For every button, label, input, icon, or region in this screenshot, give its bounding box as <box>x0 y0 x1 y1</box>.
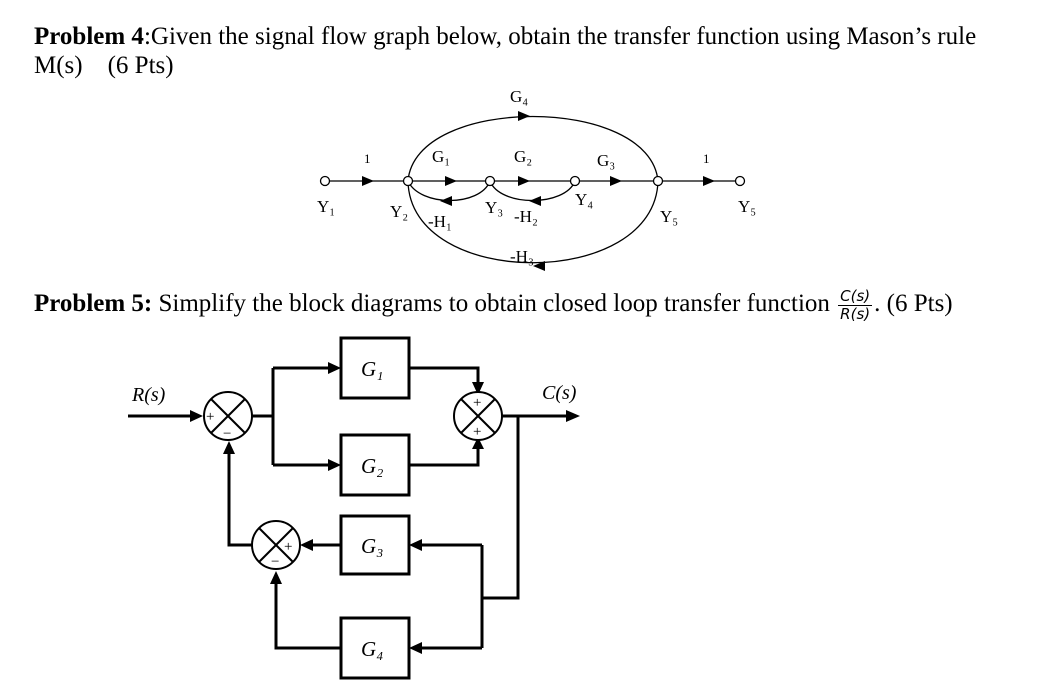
label-g4: G₄ <box>510 87 528 106</box>
h3-branch <box>407 180 659 264</box>
block-g2 <box>339 433 411 497</box>
g4-output-line <box>274 582 341 650</box>
problem4-statement: Problem 4:Given the signal flow graph be… <box>34 22 1024 80</box>
arrow-g1-out <box>472 382 484 395</box>
label-y5: Y₅ <box>660 207 678 226</box>
node-y5-out <box>734 175 746 187</box>
node-y3 <box>484 175 496 187</box>
arrow-feedback-sum1 <box>223 441 235 454</box>
label-block-g2: G₂ <box>361 454 383 478</box>
sum2-plus-bottom: + <box>473 424 481 440</box>
g4-branch <box>407 115 659 182</box>
block-g3 <box>339 514 411 576</box>
arrow-input <box>190 410 203 422</box>
arrow-g2 <box>518 176 530 186</box>
arrow-gain-1-in <box>362 176 374 186</box>
feedback-to-sum1 <box>227 452 252 547</box>
arrow-g4 <box>518 111 530 121</box>
label-y3: Y₃ <box>485 198 503 217</box>
label-g2: G₂ <box>514 147 532 166</box>
label-y5-output: Y₅ <box>738 197 756 216</box>
problem4-text: :Given the signal flow graph below, obta… <box>143 23 977 50</box>
label-h1: -H₁ <box>428 212 452 231</box>
sum3-plus-sign: + <box>284 539 292 555</box>
block-diagram-labels: R(s) C(s) G₁ G₂ G₃ G₄ + − + + + − <box>131 357 577 661</box>
summing-junction-3 <box>251 520 301 570</box>
sum1-minus-sign: − <box>223 426 231 442</box>
arrow-h3 <box>533 261 545 271</box>
node-y2 <box>402 175 414 187</box>
arrow-g2-in <box>328 459 341 471</box>
label-gain-out: 1 <box>703 151 710 166</box>
problem4-label: Problem 4 <box>34 23 144 50</box>
label-gain-in: 1 <box>364 151 371 166</box>
problem5-text-end: . (6 Pts) <box>874 290 953 318</box>
arrow-h2 <box>529 196 541 206</box>
arrow-g1-in <box>328 362 341 374</box>
arrow-h1 <box>440 196 452 206</box>
problem5-statement: Problem 5: Simplify the block diagrams t… <box>34 288 1024 323</box>
node-y5 <box>652 175 664 187</box>
fraction-denominator: R(s) <box>840 305 871 323</box>
node-y1 <box>319 175 331 187</box>
feedback-trunk <box>482 416 520 600</box>
label-h3: -H₃ <box>510 247 534 266</box>
g1-output-line <box>409 366 480 384</box>
arrow-g3-out <box>300 539 313 551</box>
node-y4 <box>569 175 581 187</box>
problem4-text-line2: M(s) (6 Pts) <box>34 52 174 79</box>
label-g1: G₁ <box>432 147 450 166</box>
arrow-output <box>566 410 580 422</box>
problem5-label: Problem 5: <box>34 290 153 318</box>
arrow-g3 <box>610 176 622 186</box>
block-diagram <box>128 336 580 680</box>
label-h2: -H₂ <box>514 207 538 226</box>
problem5-text: Simplify the block diagrams to obtain cl… <box>152 290 837 318</box>
sum3-minus-sign: − <box>271 554 279 570</box>
sum1-plus-sign: + <box>206 409 214 425</box>
block-g1 <box>339 336 411 400</box>
fraction-numerator: C(s) <box>838 287 873 306</box>
label-block-g3: G₃ <box>361 534 383 558</box>
arrow-g4-in <box>409 642 422 654</box>
signal-flow-graph <box>319 111 746 271</box>
label-output-cs: C(s) <box>542 382 577 404</box>
block-g4 <box>339 616 411 680</box>
arrow-g2-out <box>472 437 484 449</box>
label-y4: Y₄ <box>575 190 593 209</box>
label-g3: G₃ <box>597 151 615 170</box>
arrow-gain-1-out <box>703 176 715 186</box>
sum2-plus-top: + <box>473 395 481 411</box>
label-y1: Y₁ <box>317 197 335 216</box>
label-block-g1: G₁ <box>361 357 383 381</box>
transfer-function-fraction: C(s)R(s) <box>838 287 873 323</box>
arrow-g3-in <box>409 539 422 551</box>
arrow-g4-out <box>270 571 282 584</box>
sfg-labels: Y₁ Y₂ Y₃ Y₄ Y₅ Y₅ 1 G₁ G₂ G₃ 1 G₄ -H₁ -H… <box>317 87 756 266</box>
label-block-g4: G₄ <box>361 637 383 661</box>
label-input-rs: R(s) <box>131 384 166 406</box>
summing-junction-2 <box>453 391 503 441</box>
arrow-g1 <box>445 176 457 186</box>
summing-junction-1 <box>203 391 253 441</box>
label-y2: Y₂ <box>390 202 408 221</box>
g2-output-line <box>409 447 480 467</box>
